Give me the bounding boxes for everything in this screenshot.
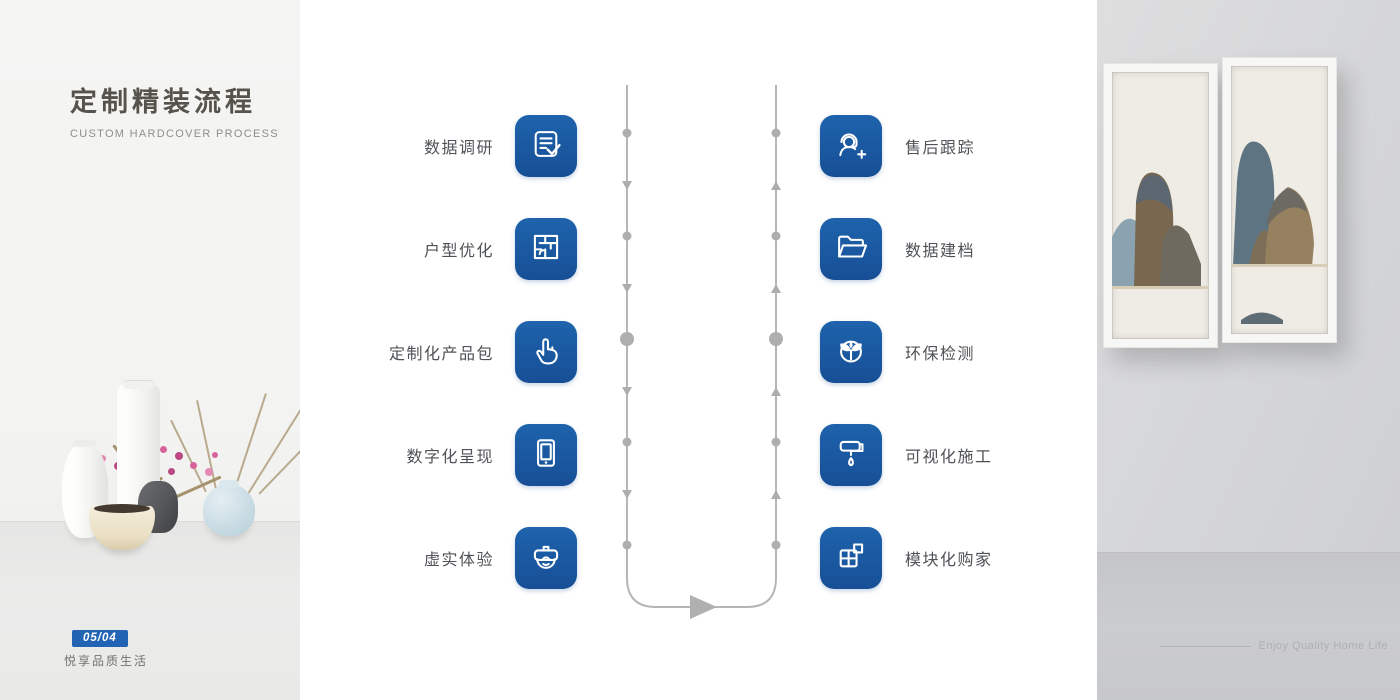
step-tile: [515, 527, 577, 589]
step-label: 可视化施工: [905, 449, 993, 466]
survey-report-icon: [527, 125, 565, 168]
mountain-painting: [1112, 72, 1209, 339]
tablet-icon: [527, 434, 565, 477]
process-step: 定制化产品包: [340, 321, 577, 383]
blossom-decoration: [212, 452, 218, 458]
art-frame-left: [1103, 63, 1218, 348]
process-step: 户型优化: [340, 218, 577, 280]
support-agent-icon: [832, 125, 870, 168]
step-label: 数据调研: [423, 140, 494, 157]
process-step: 数据调研: [340, 115, 577, 177]
blossom-decoration: [190, 462, 197, 469]
paint-roller-icon: [832, 434, 870, 477]
process-flow-connector: [620, 85, 783, 619]
step-tile: [820, 115, 882, 177]
process-step: 数据建档: [820, 218, 975, 280]
step-label: 环保检测: [905, 346, 976, 363]
art-frame-right: [1222, 57, 1337, 343]
page-number-badge: 05/04: [72, 630, 128, 647]
caption-rule: [1160, 645, 1251, 647]
floorplan-icon: [527, 228, 565, 271]
mountain-painting: [1231, 66, 1328, 334]
mountain-art-left: [1112, 172, 1209, 289]
process-step: 可视化施工: [820, 424, 993, 486]
step-tile: [515, 321, 577, 383]
left-footer: 05/04 悦享品质生活: [64, 628, 148, 669]
step-label: 虚实体验: [423, 552, 494, 569]
blossom-decoration: [175, 452, 183, 460]
process-step: 虚实体验: [340, 527, 577, 589]
caption-text: Enjoy Quality Home Life: [1258, 640, 1388, 652]
page-title: 定制精装流程: [70, 87, 256, 117]
step-tile: [820, 527, 882, 589]
wall-art-photo-panel: Enjoy Quality Home Life: [1097, 0, 1400, 700]
step-tile: [515, 115, 577, 177]
still-life-photo-panel: 定制精装流程 CUSTOM HARDCOVER PROCESS 05/04 悦享…: [0, 0, 300, 700]
step-label: 数字化呈现: [406, 449, 494, 466]
process-step: 售后跟踪: [820, 115, 975, 177]
page-subtitle: CUSTOM HARDCOVER PROCESS: [70, 128, 279, 140]
step-tile: [820, 424, 882, 486]
photo-floor: [0, 521, 300, 700]
step-tile: [820, 321, 882, 383]
photo-floor: [1097, 552, 1400, 700]
blossom-decoration: [205, 468, 213, 476]
process-diagram: 数据调研 户型优化 定制化产品包: [300, 0, 1097, 700]
step-tile: [515, 218, 577, 280]
vr-headset-icon: [527, 537, 565, 580]
right-caption: Enjoy Quality Home Life: [1160, 640, 1388, 652]
process-step: 环保检测: [820, 321, 975, 383]
step-label: 模块化购家: [905, 552, 993, 569]
blue-vase: [203, 480, 255, 536]
step-label: 户型优化: [423, 243, 494, 260]
step-tile: [515, 424, 577, 486]
hand-click-icon: [527, 331, 565, 374]
step-tile: [820, 218, 882, 280]
mountain-art-right: [1231, 141, 1328, 324]
eco-leaf-icon: [832, 331, 870, 374]
modules-icon: [832, 537, 870, 580]
blossom-decoration: [160, 446, 167, 453]
blossom-decoration: [168, 468, 175, 475]
folder-icon: [832, 228, 870, 271]
step-label: 售后跟踪: [905, 140, 976, 157]
step-label: 定制化产品包: [388, 346, 494, 363]
title-block: 定制精装流程 CUSTOM HARDCOVER PROCESS: [70, 80, 279, 140]
step-label: 数据建档: [905, 243, 976, 260]
brand-tagline: 悦享品质生活: [64, 654, 149, 668]
process-step: 模块化购家: [820, 527, 993, 589]
process-step: 数字化呈现: [340, 424, 577, 486]
